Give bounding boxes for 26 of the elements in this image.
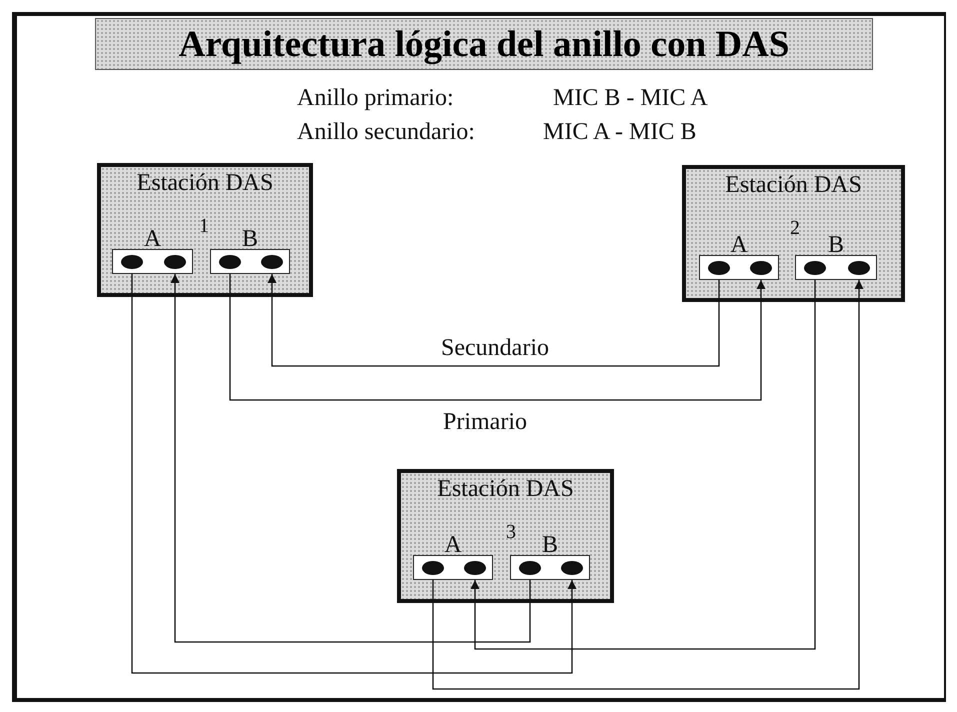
port-letter: B — [826, 233, 845, 257]
port-letter: A — [142, 227, 162, 251]
station-number: 3 — [506, 521, 516, 543]
arrow — [432, 280, 864, 690]
arrow — [170, 274, 531, 643]
port-letter: B — [540, 533, 559, 557]
station-title: Estación DAS — [436, 475, 575, 503]
ring-note: MIC B - MIC A — [553, 84, 708, 112]
station-title: Estación DAS — [724, 171, 863, 199]
arrow — [268, 274, 720, 367]
station-box — [97, 163, 313, 297]
diagram-title: Arquitectura lógica del anillo con DAS — [178, 22, 790, 66]
station-box — [397, 469, 614, 603]
arrow — [229, 274, 766, 401]
station-number: 1 — [199, 215, 209, 237]
ring-note: MIC A - MIC B — [543, 118, 696, 146]
port-letter: B — [240, 227, 259, 251]
station-number: 2 — [790, 217, 800, 239]
arrow — [470, 280, 816, 650]
station-box — [682, 165, 905, 302]
ring-note: Anillo secundario: — [297, 118, 475, 146]
port-letter: A — [729, 233, 749, 257]
arrow — [131, 274, 576, 674]
station-title: Estación DAS — [136, 169, 274, 197]
ring-note: Anillo primario: — [297, 84, 454, 112]
port-letter: A — [443, 533, 463, 557]
